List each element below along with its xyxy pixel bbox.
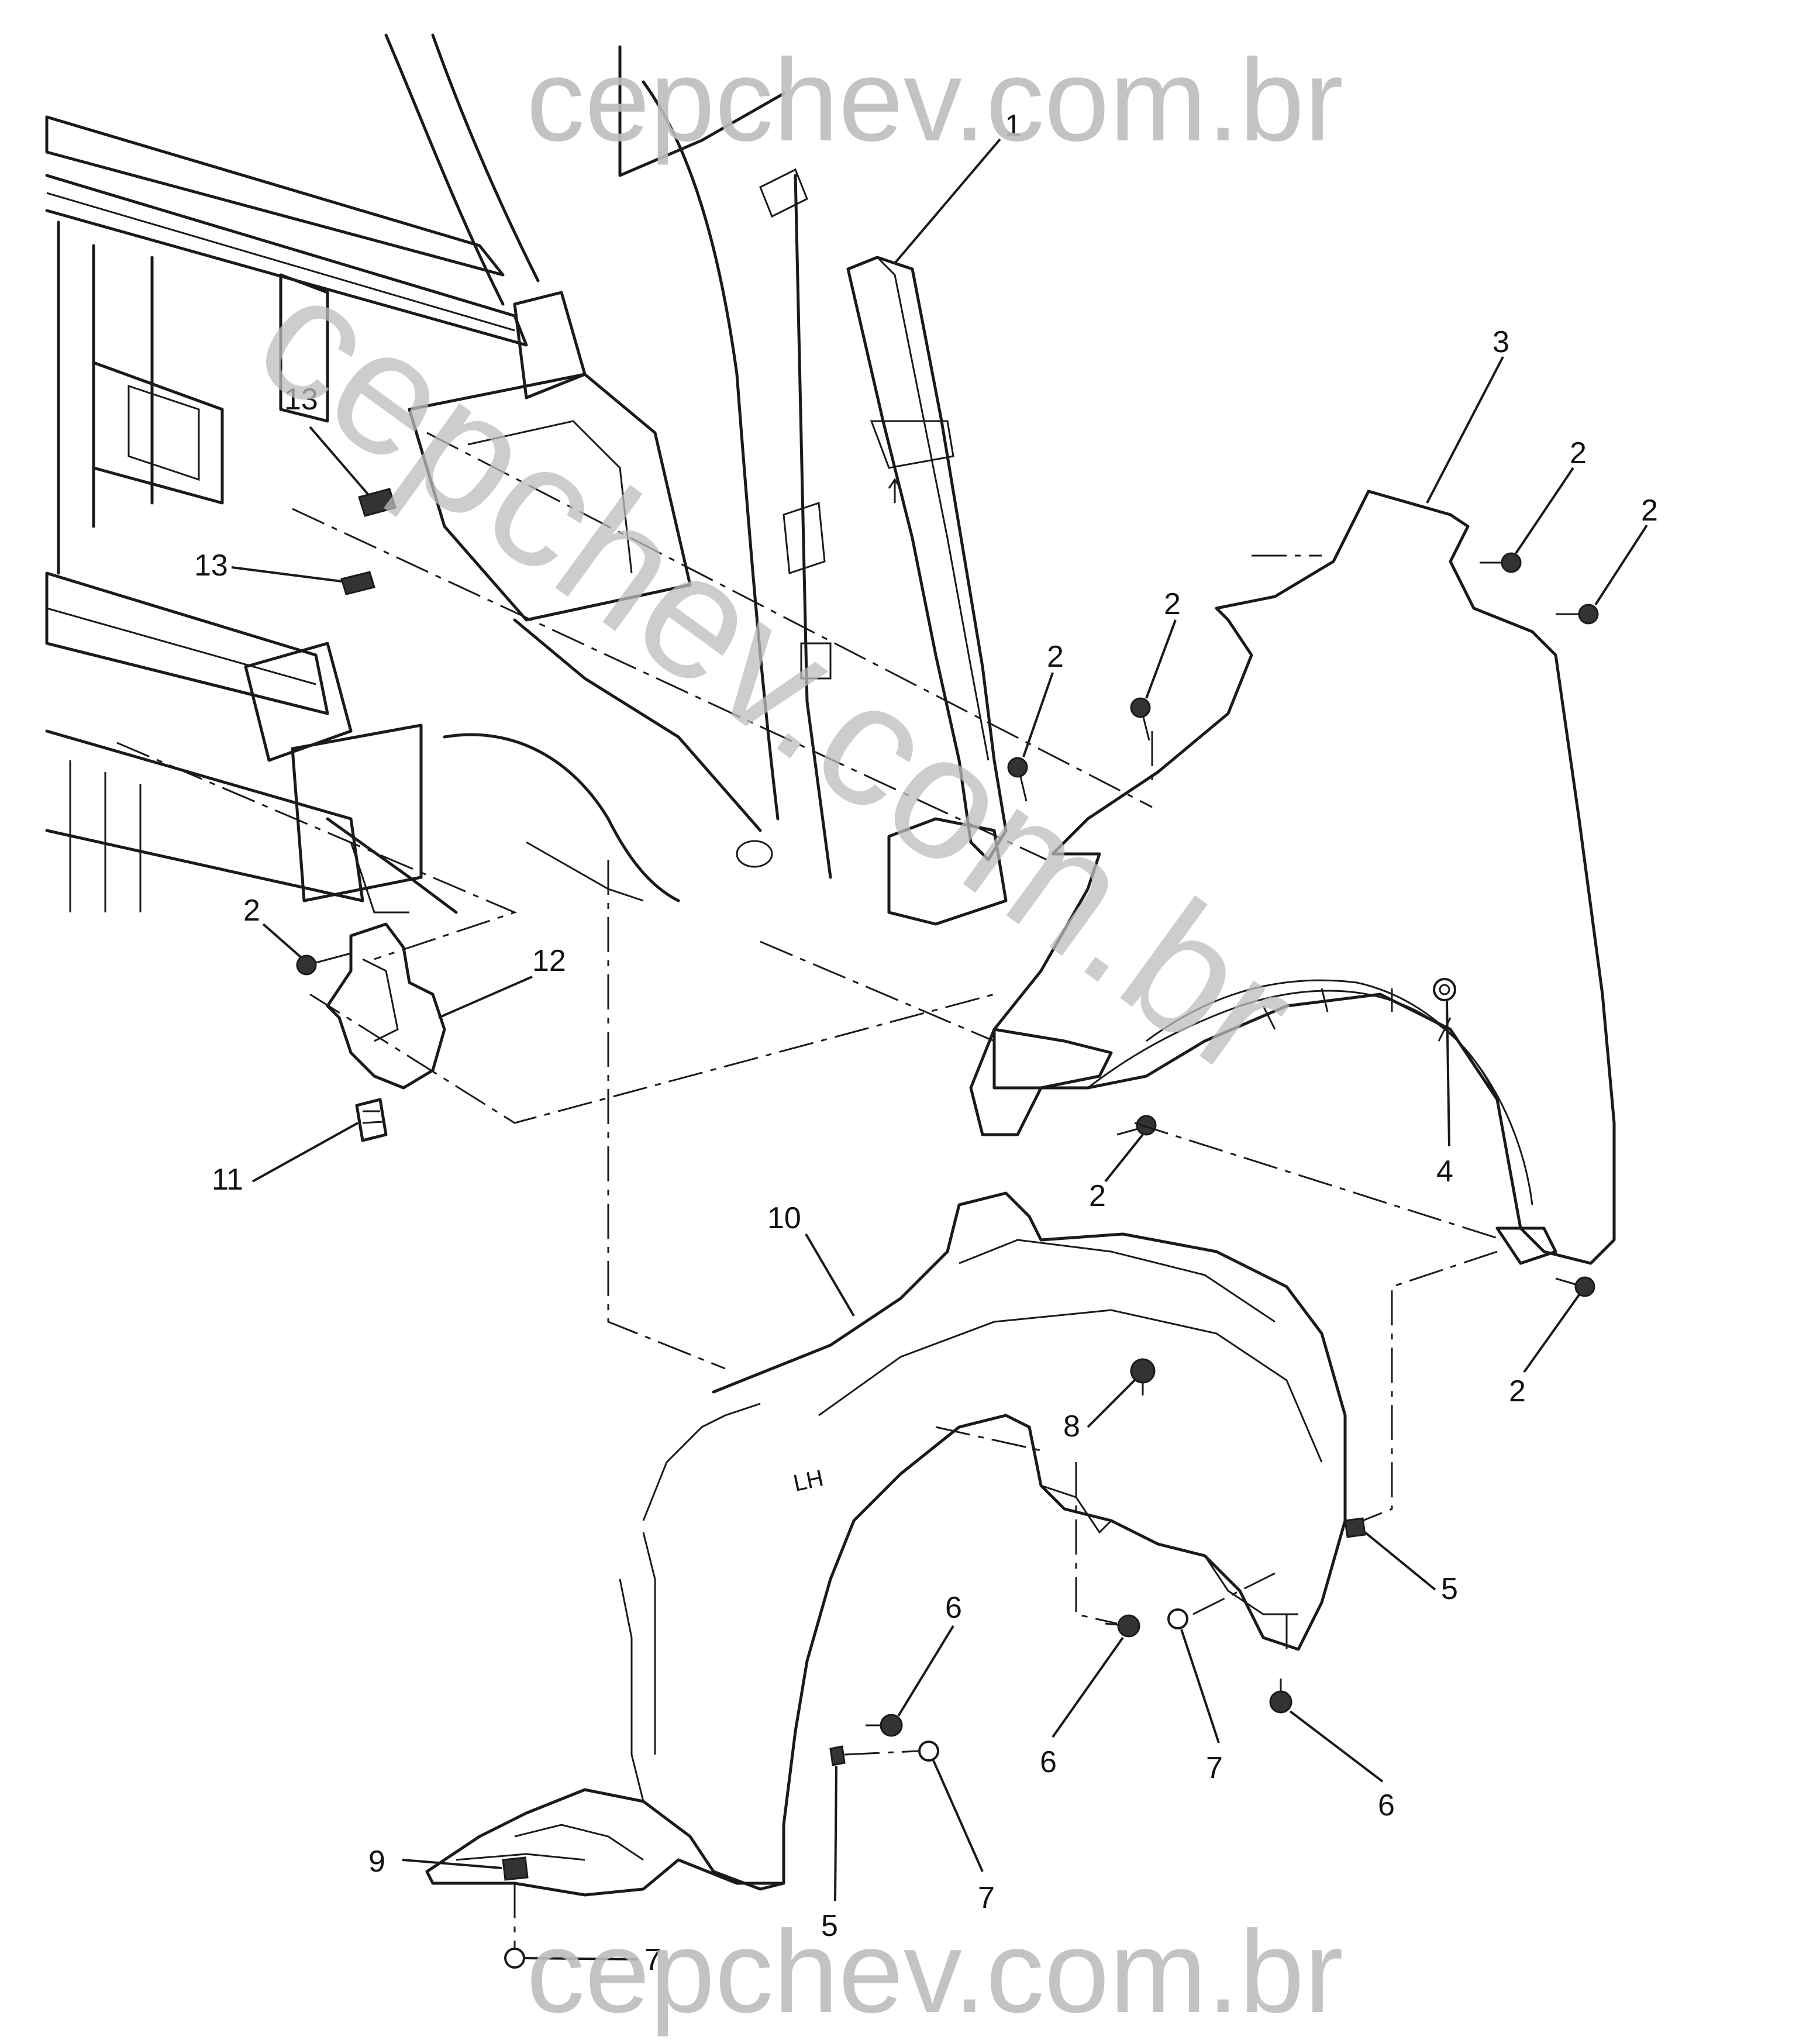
screw-7-a [1167, 1608, 1188, 1629]
screw-7-c [504, 1948, 525, 1969]
connector-13-b [340, 571, 375, 595]
callout-7: 7 [978, 1881, 995, 1915]
callout-13: 13 [194, 549, 228, 583]
callout-2: 2 [1047, 640, 1064, 674]
part-1-fender-seal [846, 256, 1008, 926]
callout-5: 5 [821, 1909, 838, 1943]
pin-6-b [1105, 1614, 1140, 1638]
connector-13-a [358, 488, 397, 517]
watermark-bottom: cepchev.com.br [526, 1907, 1343, 2037]
leader-lines [231, 138, 1648, 1960]
clip-5-b [829, 1745, 846, 1766]
part-10-wheelhouse-liner [425, 1191, 1347, 1897]
bolt-2-e [1116, 1115, 1157, 1136]
callout-10: 10 [767, 1201, 801, 1235]
watermark-top: cepchev.com.br [526, 35, 1343, 166]
callout-2: 2 [1509, 1374, 1526, 1408]
callout-6: 6 [1378, 1789, 1395, 1822]
bolt-2-g [296, 952, 351, 976]
callout-2: 2 [1641, 494, 1658, 528]
callout-1: 1 [1005, 109, 1022, 143]
callout-2: 2 [1089, 1179, 1106, 1213]
callout-8: 8 [1063, 1410, 1080, 1443]
liner-side-marking: LH [791, 1465, 826, 1497]
bolt-2-f [1555, 1276, 1595, 1297]
callout-6: 6 [1040, 1745, 1057, 1779]
fasteners [296, 488, 1599, 1969]
clip-5-a [1344, 1517, 1366, 1538]
bolt-2-b [1130, 697, 1151, 741]
callout-3: 3 [1492, 325, 1509, 359]
pin-6-a [866, 1714, 903, 1737]
callout-labels: 1 2 2 2 2 2 2 2 3 4 5 5 6 6 6 6 7 7 7 8 … [194, 109, 1658, 1977]
pin-6-c [1269, 1679, 1292, 1714]
nut-4 [1433, 978, 1456, 1001]
callout-7: 7 [1206, 1751, 1223, 1785]
nut-9 [502, 1856, 529, 1881]
callout-11: 11 [212, 1163, 243, 1197]
callout-6: 6 [945, 1591, 962, 1625]
part-3-fender [969, 490, 1616, 1265]
callout-2: 2 [1570, 436, 1587, 470]
callout-13: 13 [284, 382, 318, 416]
callout-5: 5 [1441, 1572, 1458, 1606]
bolt-2-c [1480, 552, 1522, 573]
alignment-lines [116, 432, 1504, 1948]
callout-9: 9 [368, 1845, 385, 1879]
watermarks: cepchev.com.br cepchev.com.br cepchev.co… [223, 35, 1343, 2037]
part-11-clip [355, 1098, 388, 1142]
watermark-diagonal: cepchev.com.br [223, 234, 1330, 1114]
callout-12: 12 [532, 944, 566, 978]
callout-4: 4 [1436, 1155, 1453, 1188]
screw-7-b [918, 1741, 939, 1762]
callout-2: 2 [243, 894, 260, 928]
part-12-bracket [326, 922, 446, 1090]
vehicle-body-structure [45, 33, 832, 914]
callout-7: 7 [644, 1943, 661, 1977]
callout-2: 2 [1164, 587, 1181, 621]
nut-8 [1130, 1358, 1156, 1395]
bolt-2-a [1007, 757, 1028, 802]
bolt-2-d [1556, 604, 1599, 625]
